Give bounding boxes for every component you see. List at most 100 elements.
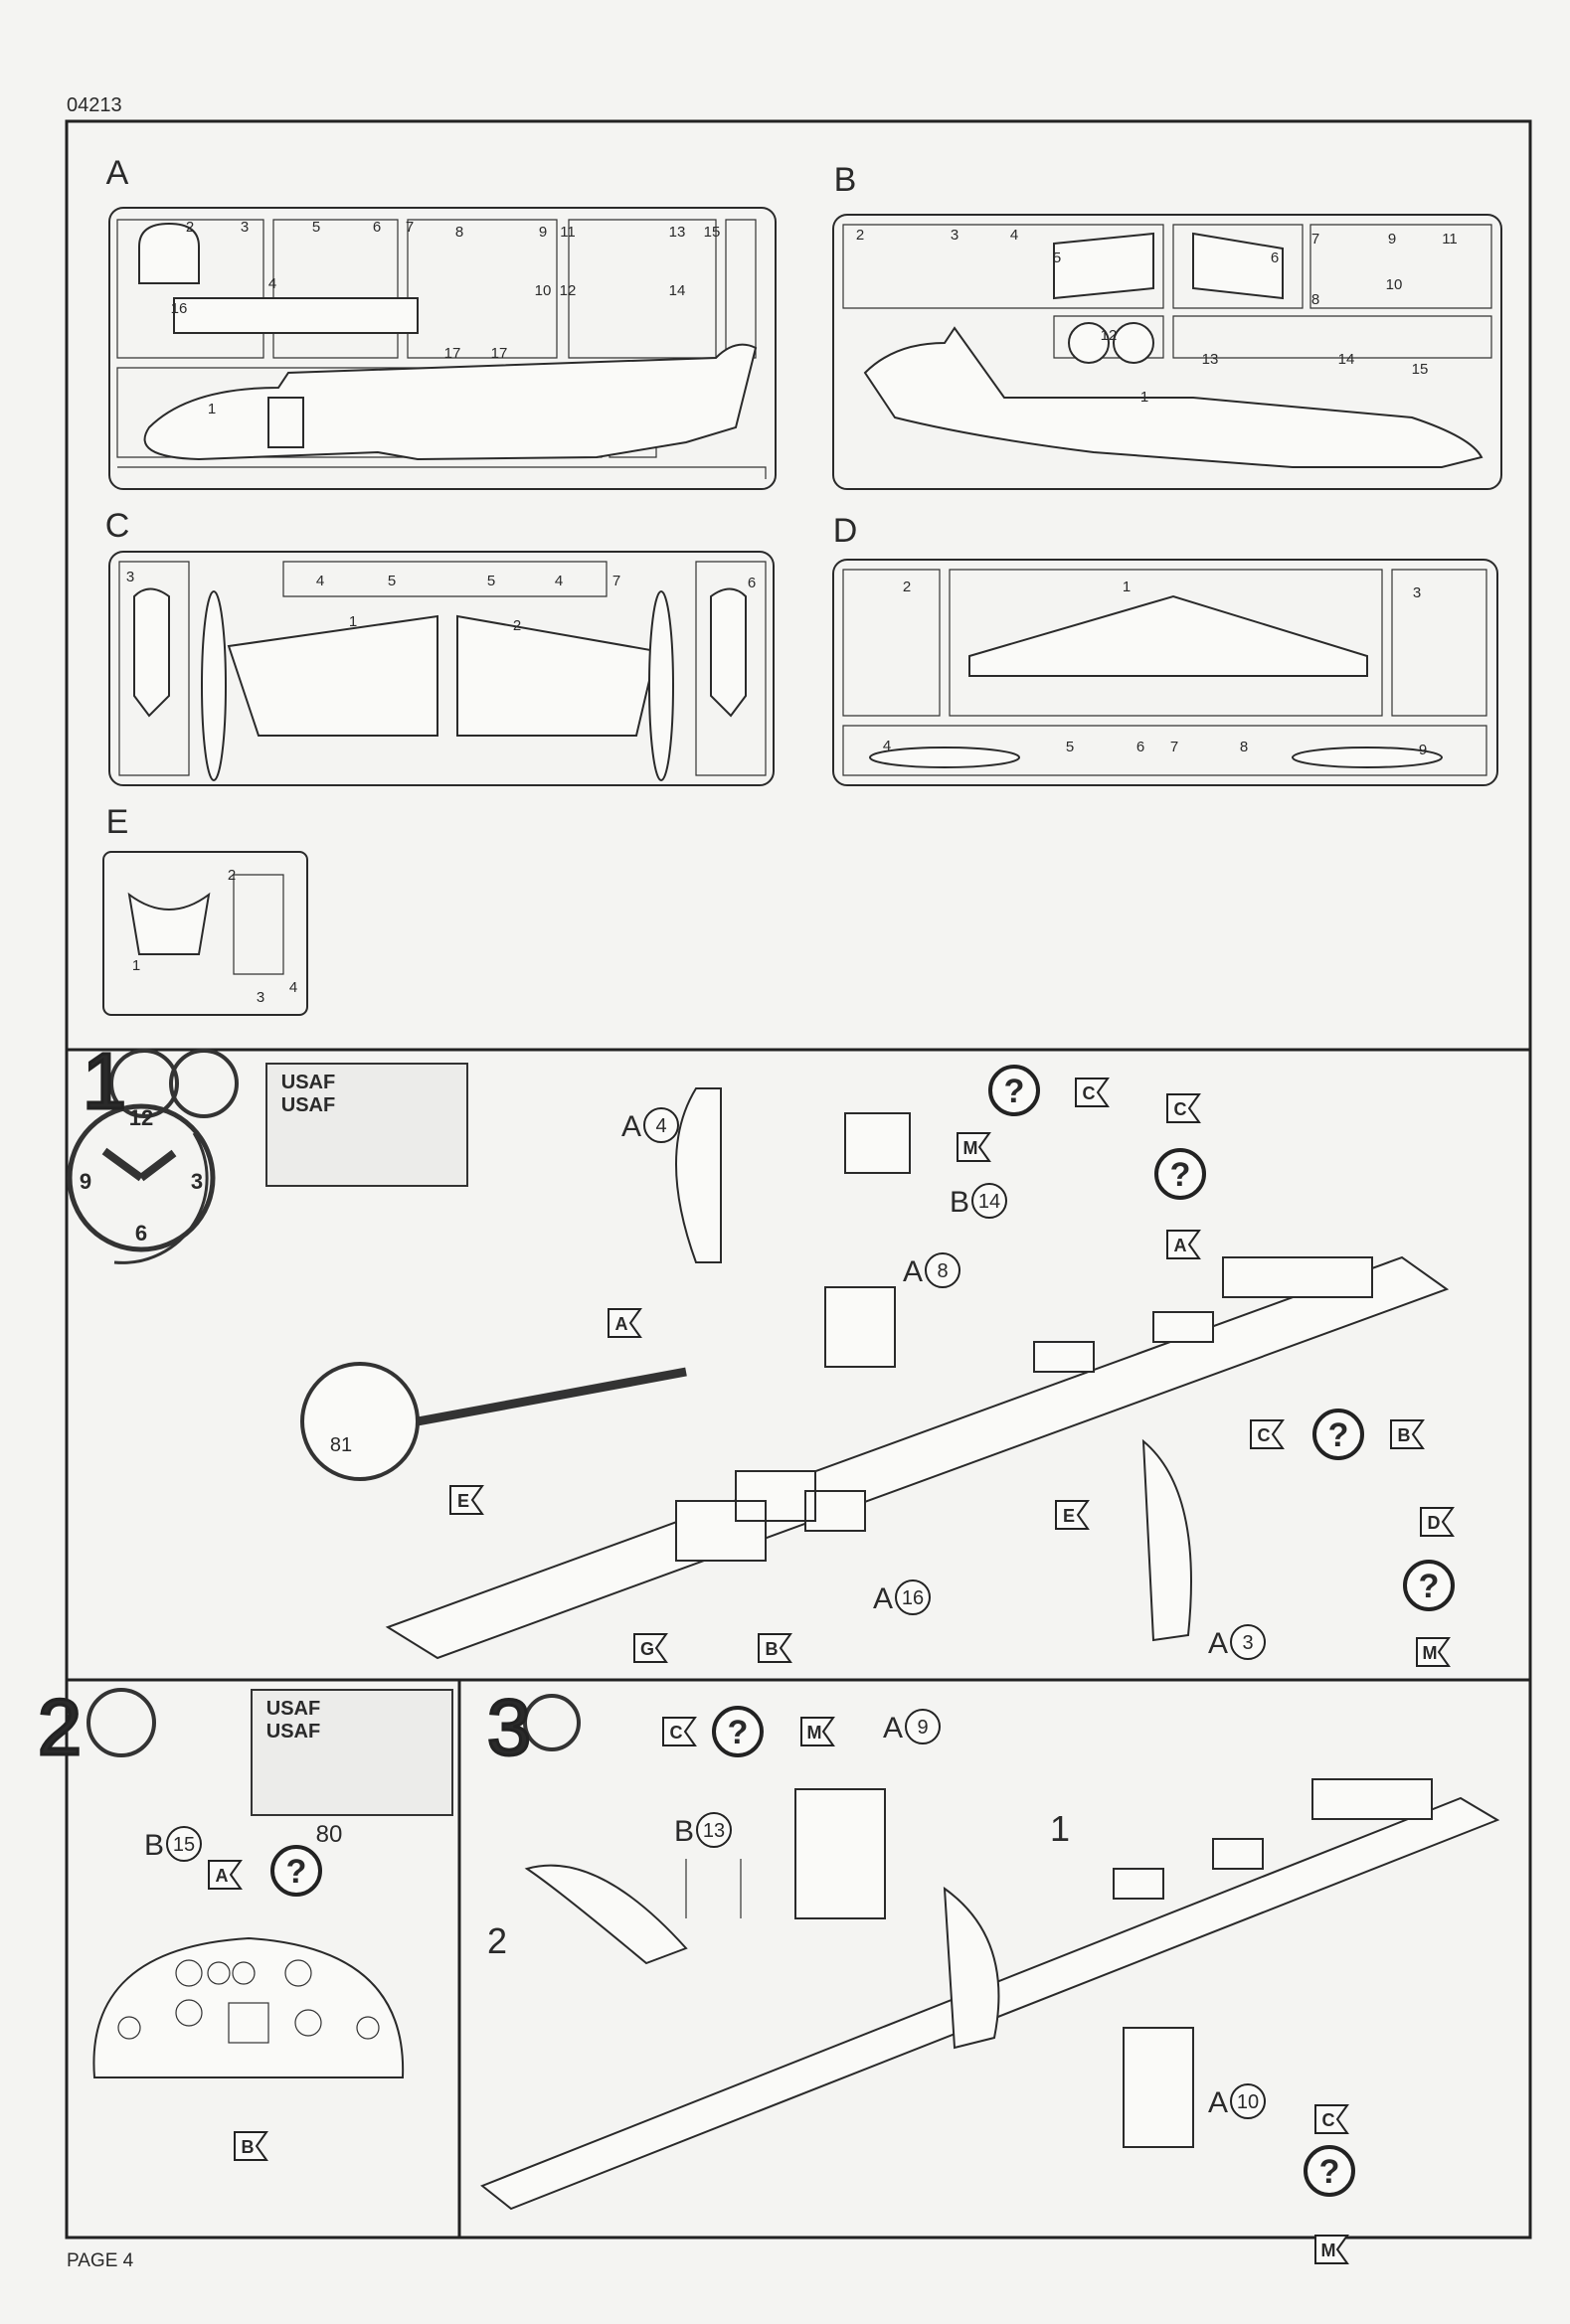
clock-number: 9 <box>80 1169 91 1194</box>
part-number: 4 <box>268 275 276 292</box>
sprue-reference-letter: A <box>615 1314 628 1334</box>
part-number: 1 <box>132 957 140 974</box>
part-number: 17 <box>444 345 461 362</box>
paint-color-question-icon <box>1403 1560 1455 1611</box>
clock-hands <box>101 1147 177 1182</box>
sprue-reference-flag <box>800 1717 835 1746</box>
callout-circle <box>895 1579 931 1615</box>
part-number: 1 <box>208 401 216 417</box>
part-number: 7 <box>406 219 414 236</box>
part-c1-wing <box>227 614 438 737</box>
part-number: 11 <box>1442 231 1458 248</box>
sprue-reference-flag <box>662 1717 697 1746</box>
sprue-a-frame <box>108 207 777 490</box>
part-number: 10 <box>535 282 552 299</box>
callout-circle <box>696 1812 732 1848</box>
sprue-b-frame <box>832 214 1502 490</box>
callout-part-number: 9 <box>917 1717 928 1739</box>
part-number: 8 <box>455 224 463 241</box>
part-number: 12 <box>560 282 577 299</box>
clock-number: 6 <box>135 1221 147 1245</box>
part-number: 13 <box>669 224 686 241</box>
part-number: 4 <box>289 979 297 996</box>
part-number: 10 <box>1386 276 1403 293</box>
part-number: 7 <box>612 573 620 589</box>
callout-part-number: 16 <box>902 1587 924 1609</box>
step3-artwork <box>480 1694 1500 2211</box>
decal-number-81: 81 <box>330 1434 352 1456</box>
callout-sprue-letter: A <box>1208 2086 1228 2119</box>
callout-sprue-letter: A <box>873 1582 893 1615</box>
part-d4-tank <box>869 747 1020 768</box>
sprue-reference-letter: C <box>1083 1083 1096 1103</box>
question-mark: ? <box>728 1714 749 1751</box>
part-number: 8 <box>1311 291 1319 308</box>
part-number: 9 <box>1388 231 1396 248</box>
decal-usaf-label: USAF <box>266 1698 320 1720</box>
part-a2-bulkhead <box>138 222 200 284</box>
sprue-c-label: C <box>105 507 130 545</box>
part-number: 17 <box>491 345 508 362</box>
instrument-dials <box>117 1959 380 2044</box>
callout-part-number: 15 <box>173 1834 195 1856</box>
decal-usaf-label: USAF <box>281 1072 335 1093</box>
question-mark: ? <box>1328 1416 1349 1454</box>
control-columns-b13 <box>685 1859 742 1918</box>
paint-color-question-icon <box>712 1706 764 1757</box>
callout-circle <box>905 1709 941 1744</box>
part-number: 7 <box>1311 231 1319 248</box>
sprue-reference-letter: M <box>1423 1643 1438 1663</box>
part-number: 13 <box>1202 351 1219 368</box>
callout-part-number: 3 <box>1242 1632 1253 1654</box>
bulkhead-3 <box>943 1886 1000 2050</box>
part-number: 15 <box>1412 361 1429 378</box>
page-frame <box>65 119 1532 2240</box>
callout-part-number: 14 <box>978 1191 1000 1213</box>
step2-artwork <box>87 1688 453 2078</box>
door-outline <box>267 397 304 448</box>
part-number: 1 <box>1123 579 1131 595</box>
sprue-reference-flag <box>1314 2235 1349 2264</box>
sprue-reference-letter: A <box>216 1866 229 1886</box>
question-mark: ? <box>1419 1568 1440 1605</box>
sprue-reference-flag <box>957 1132 991 1162</box>
sprue-reference-letter: M <box>963 1138 978 1158</box>
sprue-reference-flag <box>1166 1230 1201 1259</box>
decal-water-icon-2 <box>87 1688 156 1757</box>
part-number: 1 <box>1140 389 1148 406</box>
part-c-tiptank-right <box>648 590 674 781</box>
glue-icon-3 <box>523 1694 581 1751</box>
sprue-b-runners <box>842 224 1492 359</box>
callout-circle <box>1230 2083 1266 2119</box>
part-b12-intake-2 <box>1113 322 1154 364</box>
part-number: 8 <box>1240 739 1248 755</box>
question-mark: ? <box>1004 1073 1025 1110</box>
sprue-reference-flag <box>449 1485 484 1515</box>
sprue-reference-flag <box>758 1633 792 1663</box>
sprue-reference-flag <box>1166 1093 1201 1123</box>
part-number: 6 <box>1136 739 1144 755</box>
decal-81-detail <box>300 1362 420 1481</box>
sprue-reference-letter: B <box>1398 1425 1411 1445</box>
part-number: 6 <box>1271 249 1279 266</box>
sprue-reference-letter: E <box>457 1491 469 1511</box>
clock-number: 12 <box>129 1105 153 1130</box>
callout-sprue-letter: A <box>1208 1627 1228 1660</box>
part-number: 3 <box>126 569 134 585</box>
bulkhead-part-2 <box>524 1864 688 1965</box>
kit-number: 04213 <box>67 94 122 116</box>
sprue-c-frame <box>108 551 775 786</box>
paint-color-question-icon <box>270 1845 322 1897</box>
part-number: 5 <box>312 219 320 236</box>
part-number: 5 <box>1053 249 1061 266</box>
sprue-reference-flag <box>633 1633 668 1663</box>
sprue-reference-letter: B <box>766 1639 779 1659</box>
part-number: 4 <box>555 573 563 589</box>
part-number: 6 <box>373 219 381 236</box>
sprue-frames <box>102 207 1502 1016</box>
step1-artwork <box>67 1049 1450 1660</box>
decal-pointer <box>417 1367 687 1426</box>
part-number: 2 <box>186 219 194 236</box>
sprue-reference-letter: C <box>1258 1425 1271 1445</box>
